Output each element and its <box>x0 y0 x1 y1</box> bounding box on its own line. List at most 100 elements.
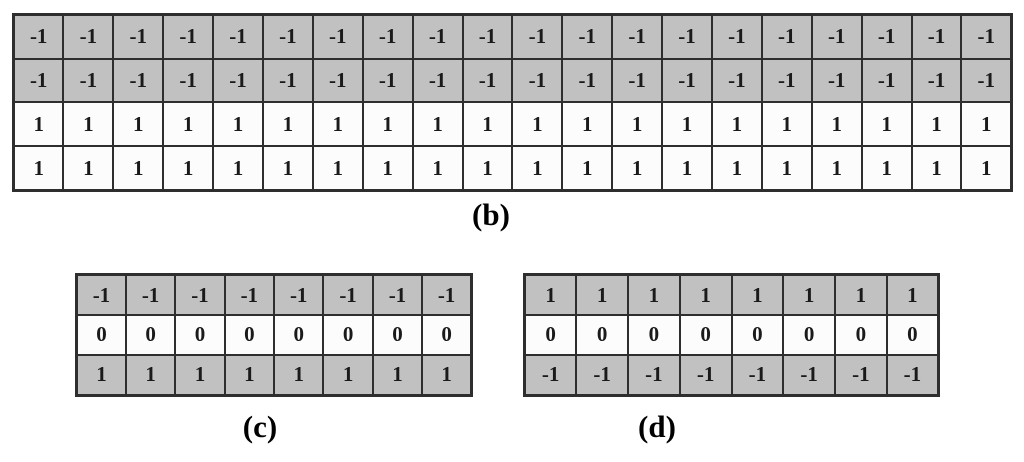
matrix-cell: -1 <box>112 57 165 104</box>
matrix-cell: -1 <box>611 57 664 104</box>
matrix-cell: 1 <box>62 101 115 148</box>
matrix-cell: 1 <box>461 145 514 192</box>
matrix-cell: 0 <box>223 314 276 356</box>
matrix-cell: 0 <box>174 314 226 356</box>
matrix-cell: 1 <box>461 101 514 148</box>
matrix-cell: -1 <box>710 13 763 60</box>
matrix-cell: 1 <box>730 273 785 317</box>
matrix-cell: -1 <box>511 57 564 104</box>
matrix-cell: 1 <box>760 145 813 192</box>
matrix-cell: -1 <box>421 273 473 317</box>
matrix-cell: 1 <box>511 101 564 148</box>
matrix-cell: -1 <box>910 57 963 104</box>
matrix-cell: 1 <box>860 101 913 148</box>
matrix-cell: -1 <box>75 273 127 317</box>
matrix-cell: -1 <box>910 13 963 60</box>
matrix-cell: -1 <box>124 273 177 317</box>
matrix-cell: 1 <box>575 273 629 317</box>
matrix-cell: 1 <box>124 353 177 397</box>
matrix-cell: -1 <box>860 13 913 60</box>
matrix-cell: -1 <box>782 353 836 397</box>
matrix-cell: 1 <box>960 145 1013 192</box>
matrix-cell: 1 <box>212 145 264 192</box>
matrix-cell: -1 <box>678 353 733 397</box>
matrix-cell: 1 <box>511 145 564 192</box>
matrix-cell: -1 <box>12 13 65 60</box>
matrix-cell: -1 <box>860 57 913 104</box>
matrix-cell: 1 <box>561 145 614 192</box>
panel-label-c: (c) <box>242 409 278 444</box>
matrix-cell: 1 <box>960 101 1013 148</box>
matrix-cell: 1 <box>162 145 215 192</box>
matrix-cell: 1 <box>910 101 963 148</box>
matrix-cell: -1 <box>810 13 863 60</box>
matrix-cell: -1 <box>461 57 514 104</box>
matrix-cell: -1 <box>212 57 264 104</box>
matrix-cell: -1 <box>311 13 364 60</box>
matrix-cell: 1 <box>75 353 127 397</box>
matrix-cell: -1 <box>810 57 863 104</box>
matrix-cell: 0 <box>322 314 374 356</box>
matrix-cell: 1 <box>523 273 578 317</box>
matrix-cell: 1 <box>421 353 473 397</box>
matrix-cell: 1 <box>272 353 325 397</box>
matrix-table-b: -1-1-1-1-1-1-1-1-1-1-1-1-1-1-1-1-1-1-1-1… <box>12 13 1013 192</box>
matrix-cell: 1 <box>261 145 314 192</box>
matrix-row: -1-1-1-1-1-1-1-1-1-1-1-1-1-1-1-1-1-1-1-1 <box>12 57 1013 104</box>
matrix-cell: 1 <box>12 145 65 192</box>
matrix-cell: -1 <box>661 13 713 60</box>
matrix-cell: 1 <box>212 101 264 148</box>
matrix-cell: -1 <box>710 57 763 104</box>
matrix-cell: 0 <box>885 314 940 356</box>
matrix-cell: 0 <box>782 314 836 356</box>
matrix-row: -1-1-1-1-1-1-1-1-1-1-1-1-1-1-1-1-1-1-1-1 <box>12 13 1013 60</box>
matrix-cell: -1 <box>361 57 414 104</box>
matrix-cell: -1 <box>411 57 464 104</box>
matrix-cell: 1 <box>261 101 314 148</box>
matrix-cell: 1 <box>611 145 664 192</box>
matrix-cell: -1 <box>730 353 785 397</box>
matrix-cell: -1 <box>561 57 614 104</box>
matrix-cell: -1 <box>322 273 374 317</box>
matrix-cell: 0 <box>834 314 888 356</box>
matrix-cell: 1 <box>810 145 863 192</box>
matrix-cell: -1 <box>960 57 1013 104</box>
matrix-cell: 1 <box>782 273 836 317</box>
matrix-cell: -1 <box>371 273 424 317</box>
matrix-cell: 1 <box>910 145 963 192</box>
matrix-cell: 1 <box>311 101 364 148</box>
matrix-cell: -1 <box>511 13 564 60</box>
matrix-cell: 1 <box>661 101 713 148</box>
matrix-cell: 1 <box>322 353 374 397</box>
matrix-row: -1-1-1-1-1-1-1-1 <box>523 353 940 397</box>
matrix-cell: -1 <box>272 273 325 317</box>
matrix-cell: -1 <box>561 13 614 60</box>
matrix-cell: -1 <box>261 57 314 104</box>
matrix-cell: 0 <box>421 314 473 356</box>
matrix-cell: 1 <box>361 145 414 192</box>
matrix-cell: 0 <box>730 314 785 356</box>
matrix-cell: 1 <box>174 353 226 397</box>
matrix-cell: -1 <box>361 13 414 60</box>
matrix-cell: 0 <box>678 314 733 356</box>
matrix-cell: -1 <box>162 13 215 60</box>
matrix-cell: -1 <box>12 57 65 104</box>
matrix-cell: 1 <box>834 273 888 317</box>
matrix-cell: 1 <box>12 101 65 148</box>
matrix-cell: -1 <box>461 13 514 60</box>
matrix-cell: 1 <box>411 145 464 192</box>
matrix-cell: -1 <box>62 57 115 104</box>
matrix-cell: -1 <box>411 13 464 60</box>
matrix-cell: 1 <box>162 101 215 148</box>
matrix-cell: -1 <box>162 57 215 104</box>
matrix-cell: -1 <box>960 13 1013 60</box>
matrix-cell: 1 <box>885 273 940 317</box>
panel-label-b: (b) <box>472 197 510 232</box>
matrix-cell: -1 <box>834 353 888 397</box>
matrix-cell: 0 <box>575 314 629 356</box>
matrix-cell: -1 <box>575 353 629 397</box>
